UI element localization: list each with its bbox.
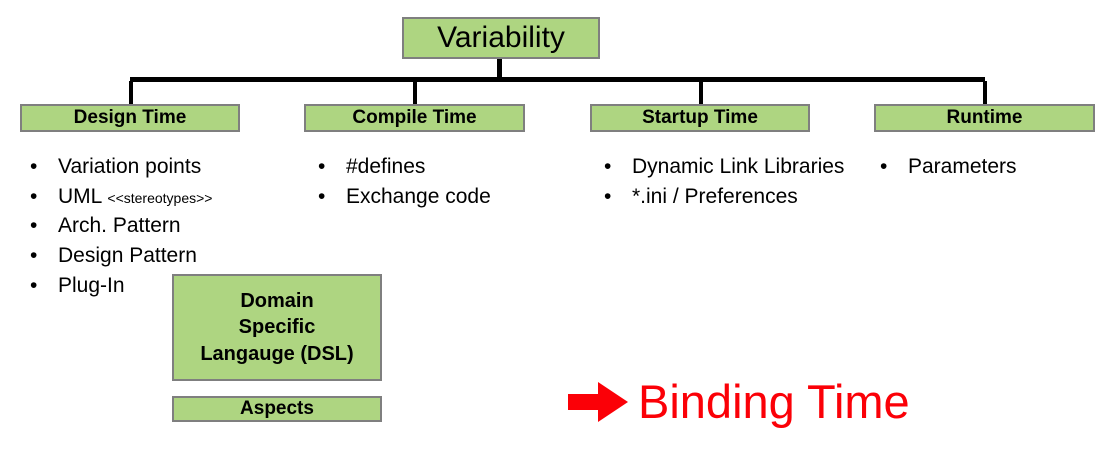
node-design-time-label: Design Time bbox=[73, 107, 187, 128]
list-item-text: Exchange code bbox=[346, 184, 491, 208]
connector-horizontal-bus bbox=[130, 77, 985, 82]
list-item: • *.ini / Preferences bbox=[604, 183, 854, 211]
list-item: • Arch. Pattern bbox=[30, 212, 280, 240]
list-item: • Design Pattern bbox=[30, 242, 280, 270]
list-item: • Exchange code bbox=[318, 183, 538, 211]
node-startup-time: Startup Time bbox=[590, 104, 810, 132]
connector-root-stem bbox=[497, 59, 502, 81]
list-item-text: Dynamic Link Libraries bbox=[632, 155, 845, 178]
list-item-text: Parameters bbox=[908, 155, 1017, 178]
bullet-dot-icon: • bbox=[318, 155, 326, 178]
node-compile-time-label: Compile Time bbox=[352, 107, 477, 128]
node-variability: Variability bbox=[402, 17, 600, 59]
list-item: • Plug-In bbox=[30, 272, 280, 300]
list-item: • UML <<stereotypes>> bbox=[30, 183, 280, 211]
node-startup-time-label: Startup Time bbox=[642, 107, 758, 128]
bullet-dot-icon: • bbox=[604, 155, 612, 178]
node-design-time: Design Time bbox=[20, 104, 240, 132]
connector-drop-runtime bbox=[983, 81, 987, 105]
binding-time-callout: Binding Time bbox=[568, 378, 910, 425]
node-aspects-label: Aspects bbox=[240, 398, 314, 419]
connector-drop-compile-time bbox=[413, 81, 417, 105]
bullet-dot-icon: • bbox=[318, 184, 326, 208]
connector-drop-design-time bbox=[129, 81, 133, 105]
bullet-dot-icon: • bbox=[30, 155, 38, 178]
node-variability-label: Variability bbox=[437, 21, 565, 54]
node-aspects: Aspects bbox=[172, 396, 382, 422]
node-dsl-line-3: Langauge (DSL) bbox=[200, 342, 354, 365]
list-item-text: Design Pattern bbox=[58, 244, 197, 268]
list-item-text: Arch. Pattern bbox=[58, 214, 181, 238]
bullet-list-runtime: • Parameters bbox=[880, 153, 1090, 183]
node-domain-specific-language: Domain Specific Langauge (DSL) bbox=[172, 274, 382, 381]
bullet-dot-icon: • bbox=[30, 273, 38, 297]
bullet-list-compile-time: • #defines • Exchange code bbox=[318, 153, 538, 212]
binding-time-label: Binding Time bbox=[638, 375, 910, 428]
connector-drop-startup-time bbox=[699, 81, 703, 105]
node-dsl-line-2: Specific bbox=[238, 316, 316, 339]
list-item-text: UML <<stereotypes>> bbox=[58, 184, 213, 208]
node-runtime: Runtime bbox=[874, 104, 1095, 132]
list-item: • Parameters bbox=[880, 153, 1090, 181]
list-item-text: Plug-In bbox=[58, 273, 125, 297]
list-item-note: <<stereotypes>> bbox=[107, 189, 213, 206]
list-item: • Dynamic Link Libraries bbox=[604, 153, 854, 181]
node-dsl-line-1: Domain bbox=[240, 289, 314, 312]
bullet-list-design-time: • Variation points • UML <<stereotypes>>… bbox=[30, 153, 280, 302]
arrow-right-icon bbox=[568, 381, 628, 422]
list-item: • #defines bbox=[318, 153, 538, 181]
list-item-text: Variation points bbox=[58, 155, 202, 178]
node-compile-time: Compile Time bbox=[304, 104, 525, 132]
bullet-dot-icon: • bbox=[30, 244, 38, 268]
bullet-dot-icon: • bbox=[30, 184, 38, 208]
list-item-text: *.ini / Preferences bbox=[632, 184, 798, 208]
node-runtime-label: Runtime bbox=[946, 107, 1023, 128]
bullet-dot-icon: • bbox=[880, 155, 888, 178]
bullet-list-startup-time: • Dynamic Link Libraries • *.ini / Prefe… bbox=[604, 153, 854, 212]
list-item: • Variation points bbox=[30, 153, 280, 181]
bullet-dot-icon: • bbox=[604, 184, 612, 208]
list-item-text: #defines bbox=[346, 155, 426, 178]
bullet-dot-icon: • bbox=[30, 214, 38, 238]
